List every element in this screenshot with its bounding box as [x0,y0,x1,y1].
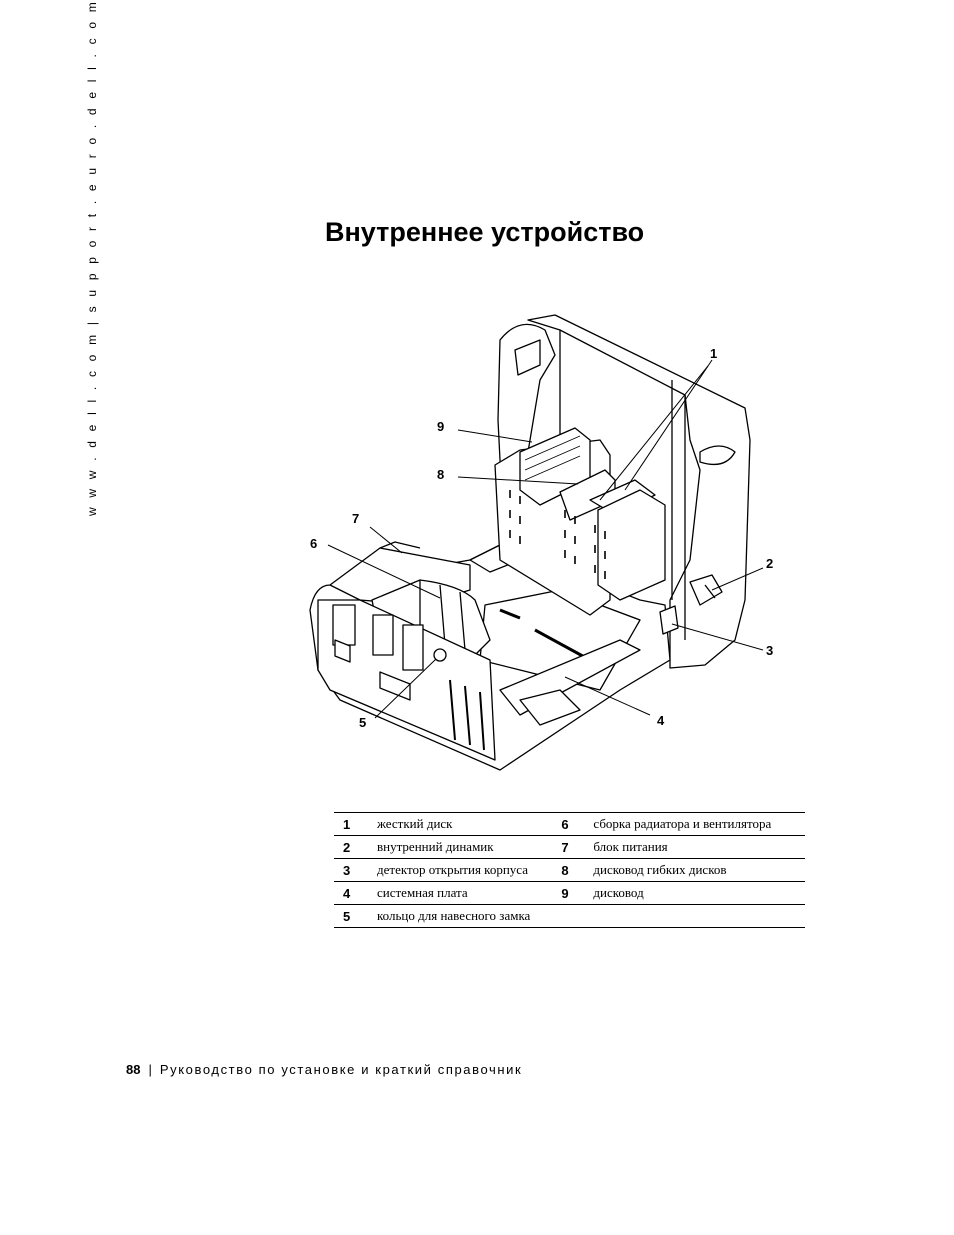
footer-book-title: Руководство по установке и краткий справ… [159,1062,523,1077]
legend-text: детектор открытия корпуса [377,858,560,882]
legend-number: 8 [559,858,594,882]
legend-text: кольцо для навесного замка [377,904,560,928]
legend-table: 1 жесткий диск 6 сборка радиатора и вент… [334,812,805,928]
table-row: 1 жесткий диск 6 сборка радиатора и вент… [334,812,805,836]
computer-internals-diagram: 1 2 3 4 5 6 7 8 9 [309,314,773,771]
leader-lines [327,359,764,719]
legend-text: блок питания [593,835,805,859]
legend-text: дисковод [593,881,805,905]
table-row: 5 кольцо для навесного замка [334,904,805,928]
footer-separator: | [148,1062,152,1077]
legend-text: жесткий диск [377,812,560,836]
legend-number: 3 [334,858,377,882]
page-title: Внутреннее устройство [325,217,645,247]
legend-text: сборка радиатора и вентилятора [593,812,805,836]
legend-number: 1 [334,812,377,836]
internal-speaker [689,574,723,606]
rear-panel [317,599,496,761]
intrusion-switch [659,605,679,635]
page-number: 88 [126,1062,141,1077]
legend-text: внутренний динамик [377,835,560,859]
callout-5: 5 [359,715,366,730]
callout-2: 2 [766,556,773,571]
side-panel-outline [527,314,751,669]
callout-7: 7 [352,511,359,526]
legend-number: 5 [334,904,377,928]
callout-3: 3 [766,643,773,658]
table-row: 4 системная плата 9 дисковод [334,881,805,905]
legend-text [593,904,805,928]
legend-number: 2 [334,835,377,859]
legend-number [559,904,594,928]
legend-number: 9 [559,881,594,905]
table-row: 2 внутренний динамик 7 блок питания [334,835,805,859]
page-footer: 88 | Руководство по установке и краткий сп… [126,1060,522,1080]
side-url-text: w w w . d e l l . c o m | s u p p o r t … [85,0,99,516]
legend-number: 4 [334,881,377,905]
legend-text: системная плата [377,881,560,905]
callout-8: 8 [437,467,444,482]
callout-9: 9 [437,419,444,434]
callout-6: 6 [310,536,317,551]
callout-4: 4 [657,713,665,728]
legend-number: 7 [559,835,594,859]
callout-1: 1 [710,346,717,361]
legend-text: дисковод гибких дисков [593,858,805,882]
table-row: 3 детектор открытия корпуса 8 дисковод г… [334,858,805,882]
legend-number: 6 [559,812,594,836]
padlock-ring [433,648,447,662]
side-panel-handle [699,445,736,466]
